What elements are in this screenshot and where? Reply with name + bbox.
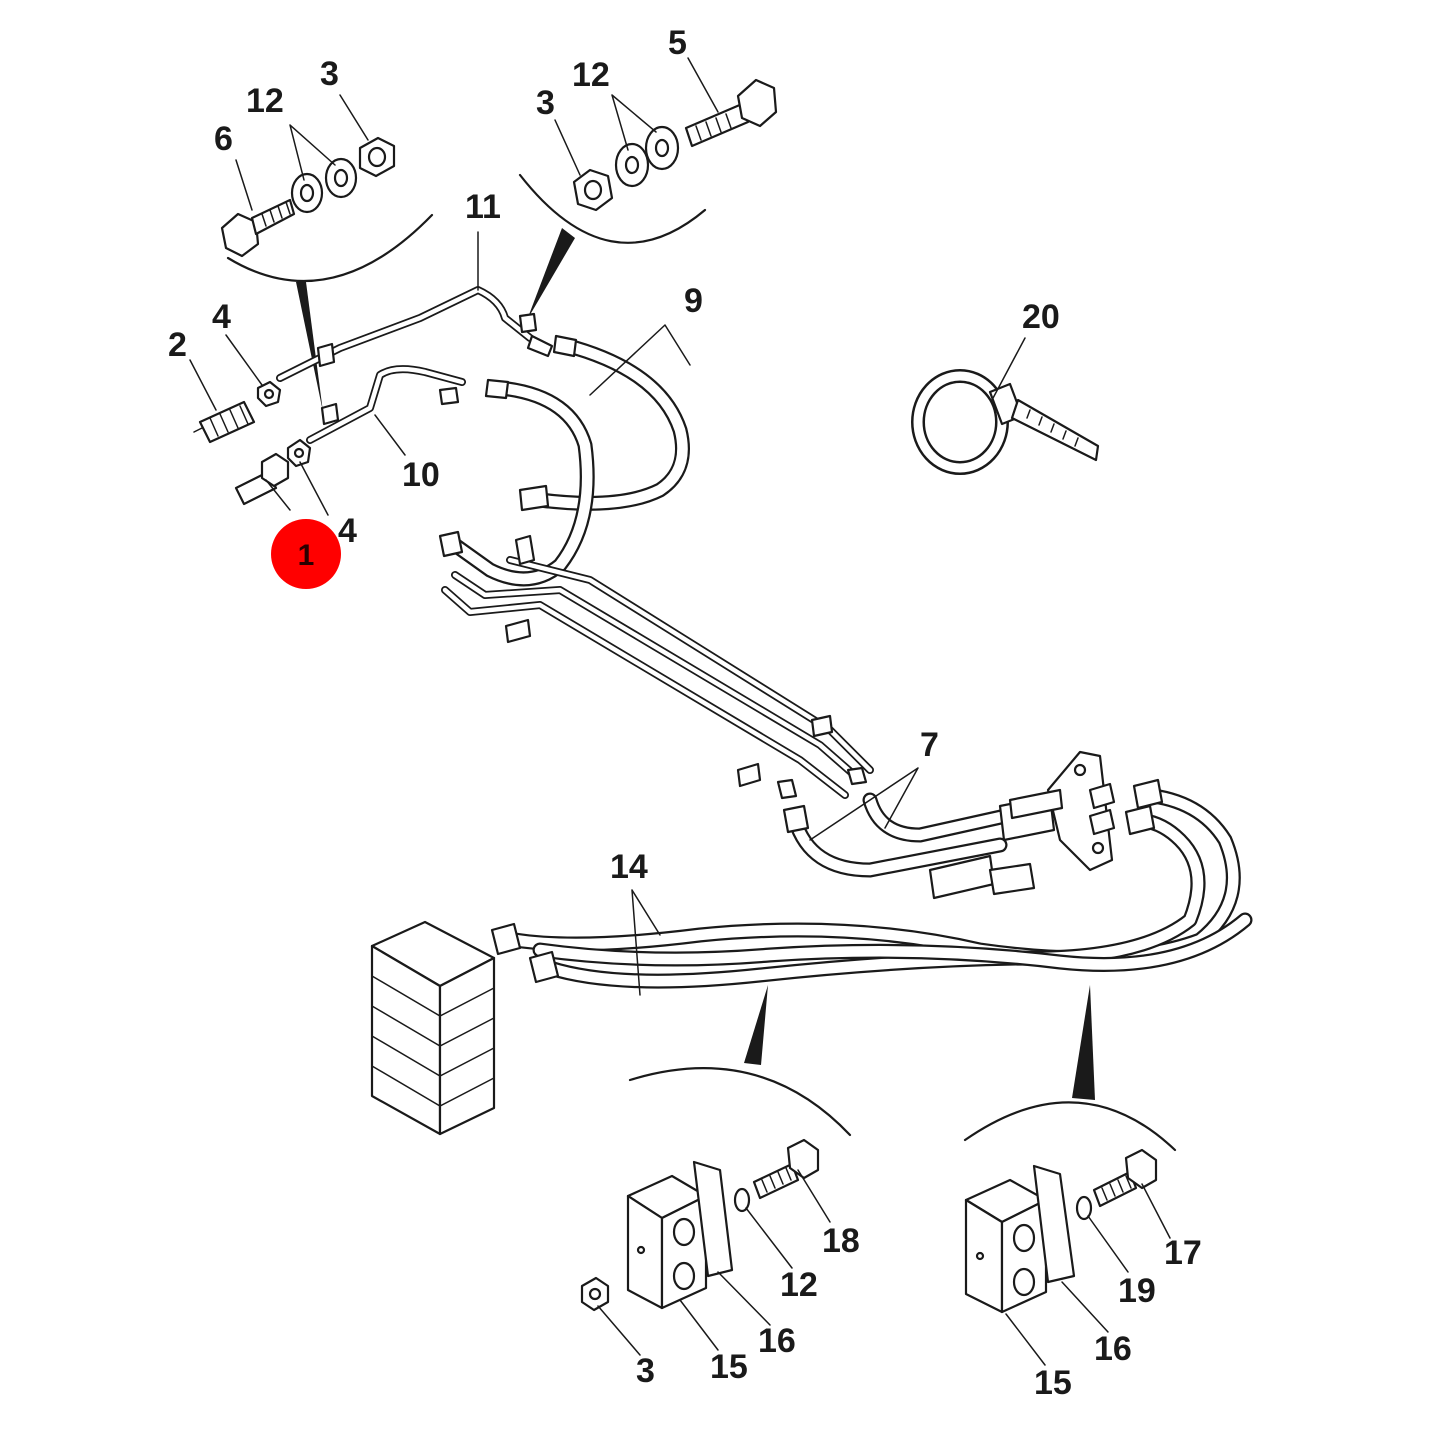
detail-top-right-fasteners [572, 78, 778, 212]
nut-3-icon [572, 168, 614, 212]
pointer-wedge-bottom-left [744, 985, 768, 1065]
detail-bottom-right-clamp [964, 1148, 1158, 1314]
callout-12: 12 [572, 56, 610, 94]
detail-arc-top-left [226, 213, 434, 283]
callout-6: 6 [214, 120, 233, 158]
washer-12-icon [290, 157, 358, 214]
callout-7: 7 [920, 726, 939, 764]
pointer-wedge-top-left [296, 282, 323, 412]
clamp-block-15-icon [964, 1178, 1048, 1314]
highlight-marker [271, 519, 341, 589]
pipes-11-10 [276, 231, 554, 444]
callout-3: 3 [536, 84, 555, 122]
callout-14: 14 [610, 848, 648, 886]
callout-9: 9 [684, 282, 703, 320]
callout-1: 1 [298, 539, 315, 572]
detail-arc-bottom-left [628, 1067, 852, 1137]
callout-3: 3 [636, 1352, 655, 1390]
callout-19: 19 [1118, 1272, 1156, 1310]
pointer-wedge-bottom-right [1072, 985, 1095, 1100]
callout-17: 17 [1164, 1234, 1202, 1272]
washer-12-icon [614, 125, 680, 188]
callout-16: 16 [758, 1322, 796, 1360]
callout-labels: 6 12 3 3 12 5 11 9 20 2 4 10 4 7 14 18 1… [168, 24, 1202, 1402]
washer-12-icon [733, 1187, 751, 1213]
callout-12: 12 [780, 1266, 818, 1304]
callout-20: 20 [1022, 298, 1060, 336]
callout-10: 10 [402, 456, 440, 494]
pointer-wedges [296, 228, 1095, 1100]
hoses-7-bracket [782, 750, 1116, 900]
callout-12: 12 [246, 82, 284, 120]
left-fittings [193, 380, 312, 506]
callout-2: 2 [168, 326, 187, 364]
callout-11: 11 [465, 188, 501, 226]
nut-3-icon [358, 136, 396, 178]
stacked-blocks-icon [370, 920, 496, 1136]
detail-arcs [226, 173, 1177, 1152]
o-ring-4-icon [256, 380, 282, 408]
detail-arc-bottom-right [963, 1101, 1177, 1152]
o-ring-4-icon [286, 438, 312, 468]
callout-18: 18 [822, 1222, 860, 1260]
leader-lines [189, 57, 1171, 1366]
detail-arc-top-right [518, 173, 707, 244]
callout-5: 5 [668, 24, 687, 62]
adapter-2-icon [193, 400, 256, 444]
detail-top-left-fasteners [220, 136, 396, 258]
bolt-5-icon [684, 78, 778, 148]
detail-bottom-left-clamp [580, 1138, 820, 1312]
clamp-block-15-icon [626, 1174, 708, 1310]
callout-4: 4 [212, 298, 231, 336]
adapter-1-icon [234, 452, 290, 506]
cable-tie-20-icon [911, 369, 1100, 475]
callout-4: 4 [338, 512, 357, 550]
plate-16-icon [692, 1160, 734, 1278]
callout-15: 15 [710, 1348, 748, 1386]
washer-19-icon [1075, 1195, 1093, 1221]
hoses-9 [438, 334, 690, 587]
callout-16: 16 [1094, 1330, 1132, 1368]
bolt-6-icon [220, 198, 296, 258]
callout-3: 3 [320, 55, 339, 93]
bolt-17-icon [1092, 1148, 1158, 1208]
hoses-14 [490, 778, 1253, 989]
callout-15: 15 [1034, 1364, 1072, 1402]
bolt-18-icon [752, 1138, 820, 1200]
plate-16-icon [1032, 1164, 1076, 1284]
nut-3-icon [580, 1276, 610, 1312]
highlighted-callout-1: 1 [271, 519, 341, 589]
pointer-wedge-top-right [527, 228, 575, 320]
long-pipe-bundle [441, 534, 874, 800]
